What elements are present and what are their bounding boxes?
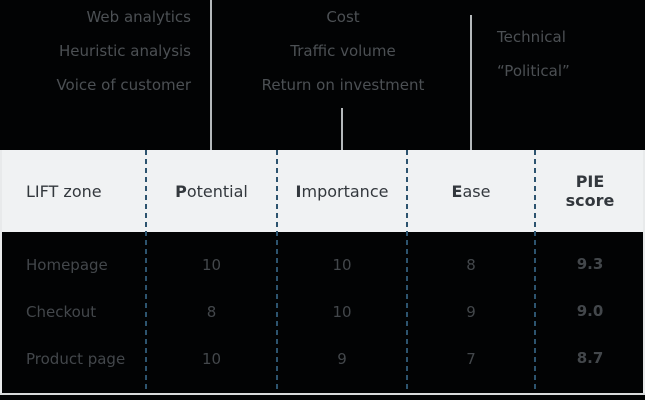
ease-cell: 7: [466, 349, 476, 368]
zone-cell: Homepage: [26, 255, 108, 274]
ease-factors-group: Technical “Political”: [497, 20, 570, 88]
column-header-label: Potential: [175, 181, 248, 201]
column-separator-dashed: [406, 150, 408, 393]
potential-connector-line: [210, 0, 212, 166]
table-left-border: [0, 150, 2, 395]
column-header-ease: Ease: [407, 182, 535, 201]
table-row-product-page: Product page 10 9 7 8.7: [0, 335, 645, 382]
table-right-border: [643, 150, 645, 395]
factor-label: Traffic volume: [290, 42, 396, 60]
potential-cell: 8: [206, 302, 217, 321]
factor-label: Technical: [497, 28, 566, 46]
importance-cell: 10: [332, 302, 352, 321]
factor-label: “Political”: [497, 62, 570, 80]
ease-connector-line: [470, 15, 472, 166]
potential-cell: 10: [201, 349, 222, 368]
ease-cell: 9: [466, 302, 476, 321]
column-header-label: Importance: [295, 181, 389, 201]
column-header-label: PIE score: [565, 172, 615, 210]
column-header-label: LIFT zone: [26, 181, 102, 201]
column-separator-dashed: [145, 150, 147, 393]
column-separator-dashed: [534, 150, 536, 393]
factor-label: Heuristic analysis: [59, 42, 191, 60]
column-header-label: Ease: [451, 181, 491, 201]
pie-score-cell: 9.3: [576, 255, 604, 273]
ease-cell: 8: [466, 255, 476, 274]
zone-cell: Checkout: [26, 302, 97, 321]
potential-cell: 10: [201, 255, 222, 274]
column-header-potential: Potential: [146, 182, 277, 201]
importance-factors-group: Cost Traffic volume Return on investment: [253, 0, 433, 102]
factor-label: Cost: [326, 8, 360, 26]
factor-label: Voice of customer: [56, 76, 191, 94]
factor-label: Web analytics: [86, 8, 191, 26]
table-row-checkout: Checkout 8 10 9 9.0: [0, 288, 645, 335]
importance-cell: 9: [337, 349, 347, 368]
column-header-pie-score: PIE score: [535, 172, 645, 210]
table-header-row: LIFT zone Potential Importance Ease PIE …: [0, 150, 645, 232]
column-header-importance: Importance: [277, 182, 407, 201]
factor-label: Return on investment: [261, 76, 425, 94]
column-header-lift-zone: LIFT zone: [0, 182, 146, 201]
zone-cell: Product page: [26, 349, 126, 368]
importance-cell: 10: [332, 255, 352, 274]
table-body: Homepage 10 10 8 9.3 Checkout 8 10 9 9.0…: [0, 241, 645, 382]
pie-score-cell: 9.0: [576, 302, 604, 320]
potential-factors-group: Web analytics Heuristic analysis Voice o…: [0, 0, 191, 102]
table-bottom-border: [0, 393, 645, 395]
importance-connector-line: [341, 108, 343, 168]
table-row-homepage: Homepage 10 10 8 9.3: [0, 241, 645, 288]
column-separator-dashed: [276, 150, 278, 393]
pie-score-cell: 8.7: [576, 349, 604, 367]
